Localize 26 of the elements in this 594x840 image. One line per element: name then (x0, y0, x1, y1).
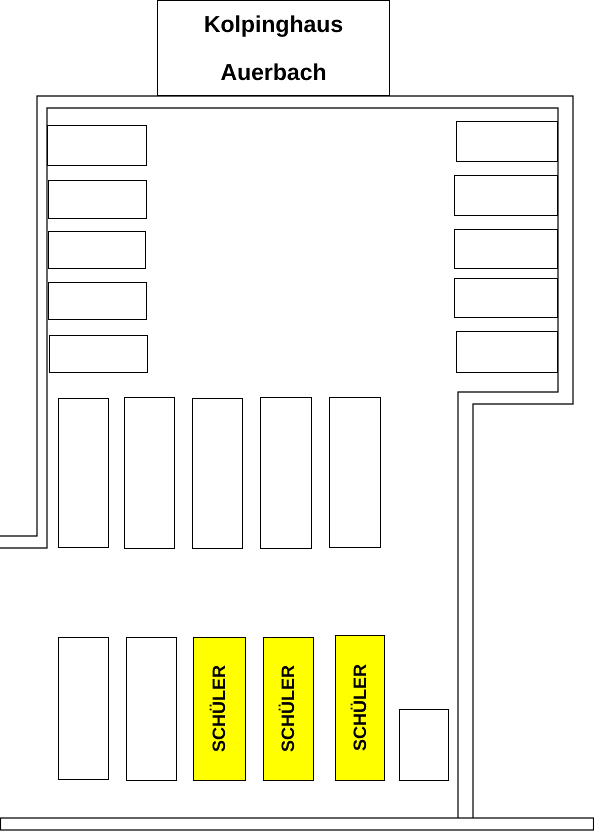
building-box (157, 0, 390, 96)
parking-space (329, 397, 381, 548)
space-label: SCHÜLER (209, 665, 230, 752)
parking-space (263, 637, 314, 781)
parking-space (48, 180, 147, 219)
parking-space (399, 709, 449, 781)
parking-space (48, 282, 147, 320)
parking-space (58, 637, 109, 780)
parking-space (48, 231, 146, 269)
parking-space (126, 637, 177, 781)
parking-space (456, 121, 558, 162)
parking-space (58, 398, 109, 548)
building-name: Kolpinghaus Auerbach (202, 10, 344, 87)
parking-space (454, 175, 558, 216)
space-label: SCHÜLER (350, 664, 370, 752)
parking-space (124, 397, 175, 549)
parking-space (192, 398, 243, 549)
parking-space (454, 278, 558, 318)
parking-space (193, 637, 246, 781)
parking-space (47, 125, 147, 166)
parking-space (335, 635, 385, 781)
space-label: SCHÜLER (278, 665, 299, 752)
parking-space (456, 331, 558, 373)
parking-space (454, 229, 558, 269)
parking-space (260, 397, 312, 549)
parking-space (49, 335, 148, 373)
